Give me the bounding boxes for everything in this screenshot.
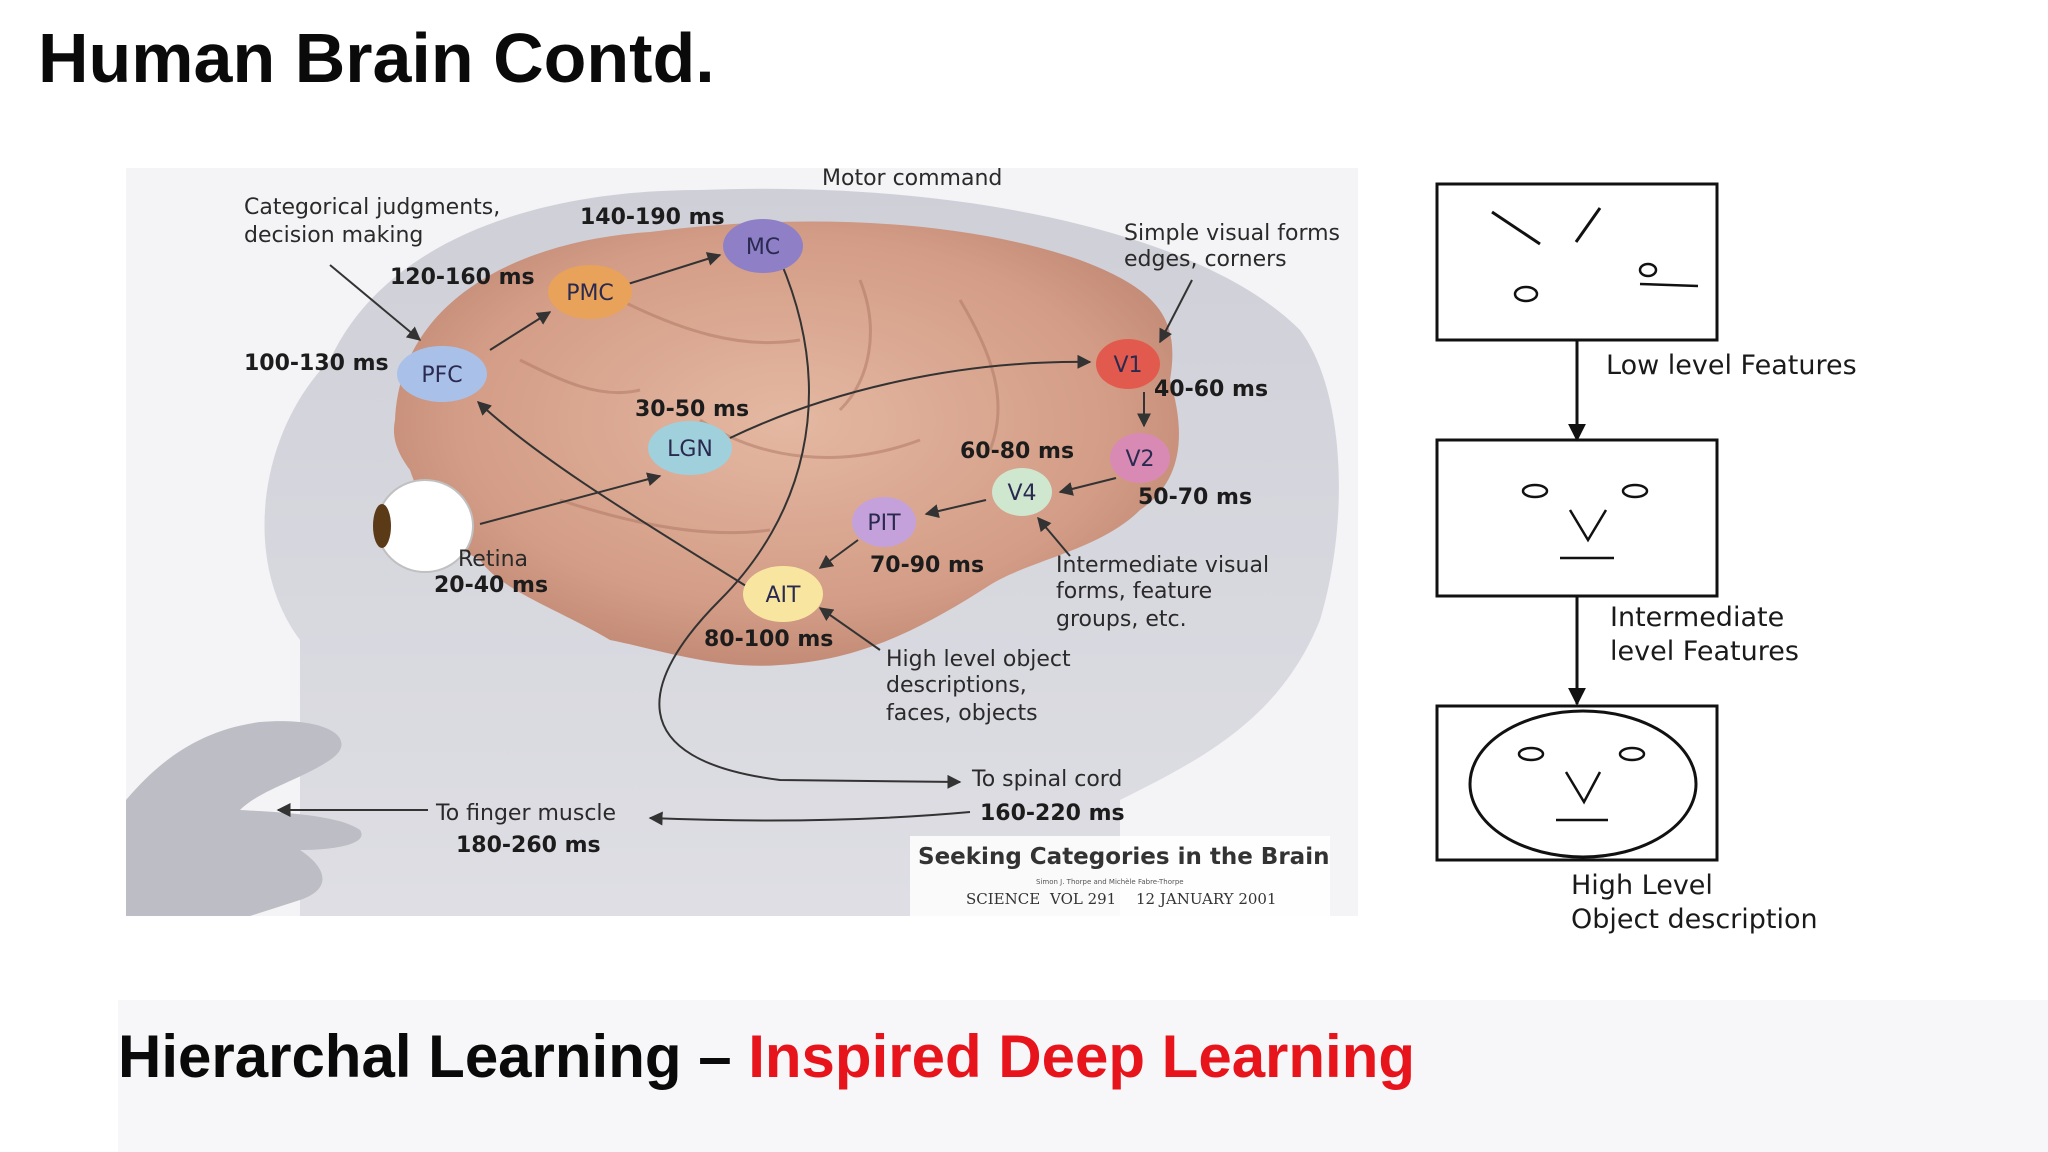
arrow-mc-spinal <box>658 259 962 789</box>
svg-text:PMC: PMC <box>566 281 614 306</box>
face-eye <box>1517 746 1545 762</box>
node-lgn: LGN <box>648 421 732 475</box>
simple-forms-label-2: edges, corners <box>1124 247 1287 272</box>
arrow-pfc-pmc <box>489 311 552 351</box>
finger-muscle-label: To finger muscle <box>435 801 616 826</box>
arrow-retina-lgn <box>479 472 662 525</box>
time-mc: 140-190 ms <box>580 205 725 230</box>
node-ait: AIT <box>743 566 823 622</box>
credit-volume: VOL 291 <box>1049 890 1116 908</box>
finger-muscle-time: 180-260 ms <box>456 833 601 858</box>
categorical-label-2: decision making <box>244 223 423 248</box>
arrow-ait-pfc <box>476 401 747 587</box>
high-level-label-2: Object description <box>1571 904 1818 935</box>
svg-text:V4: V4 <box>1007 481 1036 506</box>
edge-stroke <box>1574 207 1602 243</box>
node-pit: PIT <box>852 497 916 547</box>
nose-part <box>1568 509 1608 543</box>
credit-date: 12 JANUARY 2001 <box>1136 890 1277 908</box>
time-ait: 80-100 ms <box>704 627 833 652</box>
slide-title: Human Brain Contd. <box>38 19 715 97</box>
arrow-high-ait <box>818 607 881 651</box>
arrow-lgn-v1 <box>729 354 1092 439</box>
time-v2: 50-70 ms <box>1138 485 1252 510</box>
svg-text:V1: V1 <box>1113 353 1142 378</box>
arrow-v4-pit <box>924 499 987 518</box>
node-v4: V4 <box>992 468 1052 516</box>
pupil <box>373 504 391 548</box>
eye-part <box>1621 483 1649 499</box>
arrow-categorical-pfc <box>329 264 422 341</box>
blob-feature <box>1513 285 1539 303</box>
arrow-v2-v4 <box>1058 477 1117 496</box>
subtitle-accent: Inspired Deep Learning <box>748 1023 1416 1090</box>
time-v1: 40-60 ms <box>1154 377 1268 402</box>
intermediate-forms-label-3: groups, etc. <box>1056 607 1187 632</box>
retina-time: 20-40 ms <box>434 573 548 598</box>
time-v4: 60-80 ms <box>960 439 1074 464</box>
arrow-pit-ait <box>818 539 859 569</box>
subtitle-main: Hierarchal Learning – <box>118 1023 749 1090</box>
arrow-spinal-finger <box>648 811 971 826</box>
node-v2: V2 <box>1110 433 1170 483</box>
blob-feature <box>1638 262 1658 278</box>
edge-stroke <box>1491 210 1541 246</box>
simple-forms-label-1: Simple visual forms <box>1124 221 1340 246</box>
svg-text:PFC: PFC <box>421 363 462 388</box>
intermediate-forms-label-1: Intermediate visual <box>1056 553 1269 578</box>
intermediate-level-label-2: level Features <box>1610 636 1799 667</box>
face-outline <box>1468 709 1698 859</box>
edge-stroke <box>1639 282 1699 288</box>
svg-text:LGN: LGN <box>667 437 713 462</box>
credit-authors: Simon J. Thorpe and Michèle Fabre-Thorpe <box>1036 878 1184 886</box>
node-pmc: PMC <box>548 265 632 319</box>
svg-text:MC: MC <box>746 235 780 260</box>
motor-command-label: Motor command <box>822 166 1002 191</box>
node-mc: MC <box>723 219 803 273</box>
svg-text:V2: V2 <box>1125 447 1154 472</box>
time-lgn: 30-50 ms <box>635 397 749 422</box>
node-pfc: PFC <box>397 346 487 402</box>
hand-silhouette <box>126 721 362 916</box>
brain-shape <box>393 221 1179 666</box>
high-level-label-3: faces, objects <box>886 701 1038 726</box>
high-level-label-2: descriptions, <box>886 673 1027 698</box>
face-eye <box>1618 746 1646 762</box>
credit-panel <box>910 836 1330 916</box>
node-v1: V1 <box>1096 339 1160 389</box>
slide-subtitle: Hierarchal Learning – Inspired Deep Lear… <box>118 1022 1415 1091</box>
credit-title: Seeking Categories in the Brain <box>918 844 1329 870</box>
spinal-cord-time: 160-220 ms <box>980 801 1125 826</box>
intermediate-level-box <box>1435 438 1719 598</box>
time-pit: 70-90 ms <box>870 553 984 578</box>
low-level-box <box>1435 182 1719 342</box>
time-pmc: 120-160 ms <box>390 265 535 290</box>
high-level-label-1: High level object <box>886 647 1071 672</box>
eye-part <box>1521 483 1549 499</box>
high-level-label-1: High Level <box>1571 870 1713 901</box>
high-level-box <box>1435 704 1719 862</box>
intermediate-forms-label-2: forms, feature <box>1056 579 1212 604</box>
arrow-simple-v1 <box>1159 279 1193 344</box>
arrow-intermediate-v4 <box>1037 516 1071 557</box>
retina-label: Retina <box>458 547 528 572</box>
subtitle-band <box>118 1000 2048 1152</box>
face-nose <box>1564 771 1602 805</box>
credit-journal: SCIENCE <box>966 890 1040 908</box>
spinal-cord-label: To spinal cord <box>971 767 1122 792</box>
arrow-pmc-mc <box>627 252 722 285</box>
svg-text:PIT: PIT <box>867 511 901 536</box>
categorical-label-1: Categorical judgments, <box>244 195 500 220</box>
time-pfc: 100-130 ms <box>244 351 389 376</box>
low-level-label: Low level Features <box>1606 350 1857 381</box>
svg-text:AIT: AIT <box>766 583 802 608</box>
intermediate-level-label-1: Intermediate <box>1610 602 1784 633</box>
